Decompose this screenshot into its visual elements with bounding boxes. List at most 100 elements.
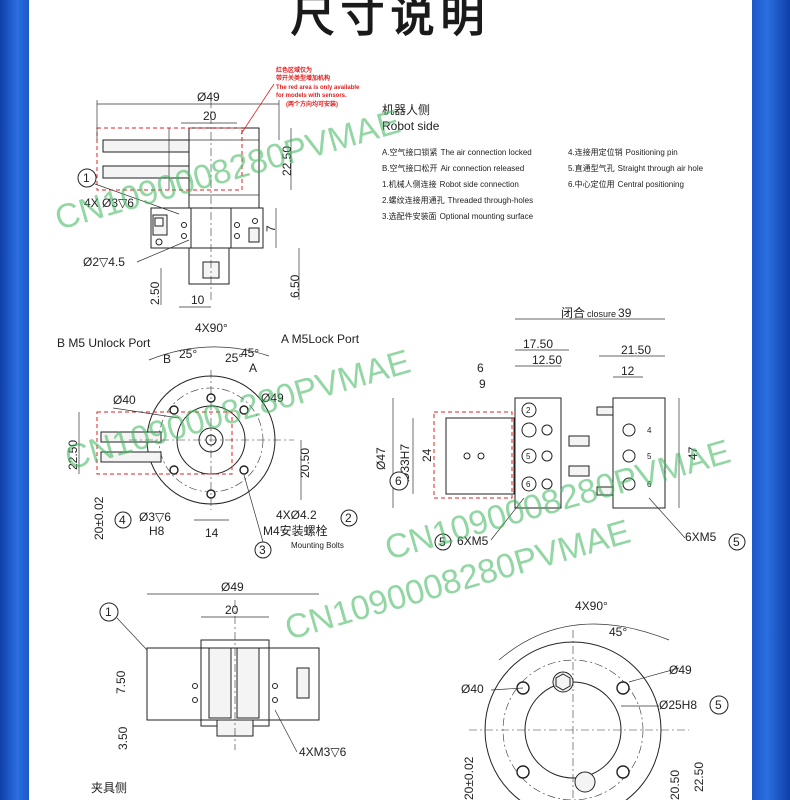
view-tool-flange: 4X90° 45° Ø49 Ø40 Ø25H8 5 20±0.02 22.50 (461, 599, 729, 800)
view-port-face: B M5 Unlock Port A M5Lock Port 4X90° B A… (57, 321, 360, 559)
svg-text:45°: 45° (609, 625, 627, 639)
piston-rod (102, 139, 190, 153)
svg-text:17.50: 17.50 (523, 337, 553, 351)
svg-text:4X90°: 4X90° (575, 599, 608, 613)
svg-text:22.50: 22.50 (692, 762, 706, 792)
robot-side-cn: 机器人侧 (382, 103, 430, 117)
callout-circle (114, 511, 132, 529)
svg-text:for models with sensors.: for models with sensors. (276, 93, 347, 99)
dim-diameter-40: Ø40 (113, 393, 136, 407)
svg-text:14: 14 (205, 526, 219, 540)
dim-hole-2: Ø2▽4.5 (83, 255, 125, 269)
page-title: 尺寸说明 (290, 0, 491, 42)
svg-text:25°: 25° (225, 351, 243, 365)
svg-text:2: 2 (526, 406, 531, 415)
dim-20: 20 (203, 109, 217, 123)
svg-text:25°: 25° (179, 347, 197, 361)
svg-text:22.50: 22.50 (66, 440, 80, 470)
svg-text:Ø49: Ø49 (221, 580, 244, 594)
dim-diameter-49: Ø49 (261, 391, 284, 405)
svg-text:Ø47: Ø47 (374, 447, 388, 470)
svg-text:The red area is only available: The red area is only available (276, 85, 360, 91)
sensor-area-outline (96, 127, 243, 191)
view-fixture-side: Ø49 20 7.50 3.50 1 4XM3▽6 夹具侧 (91, 580, 347, 795)
svg-text:4XM3▽6: 4XM3▽6 (299, 745, 347, 759)
svg-text:6: 6 (477, 361, 484, 375)
gripper-jaws (445, 417, 515, 495)
svg-text:红色区域仅为: 红色区域仅为 (276, 66, 312, 74)
fixture-side-label: 夹具侧 (91, 781, 127, 795)
svg-text:B: B (163, 352, 171, 366)
dim-2-50: 2.50 (148, 281, 162, 305)
dim-10: 10 (191, 293, 205, 307)
fixture-body (146, 647, 320, 721)
svg-text:3: 3 (259, 543, 266, 557)
svg-text:20.50: 20.50 (298, 448, 312, 478)
svg-text:Ø25H8: Ø25H8 (659, 698, 697, 712)
svg-text:3.50: 3.50 (116, 726, 130, 750)
dim-diameter-49: Ø49 (197, 90, 220, 104)
svg-text:5: 5 (647, 452, 652, 461)
svg-text:6XM5: 6XM5 (457, 534, 489, 548)
callout-circle (434, 533, 452, 551)
svg-text:6: 6 (647, 480, 652, 489)
svg-text:5: 5 (526, 452, 531, 461)
dim-22-50: 22.50 (280, 146, 294, 176)
red-sensor-note: 红色区域仅为 带开关类型增加机构 The red area is only av… (240, 66, 360, 135)
svg-text:5: 5 (715, 698, 722, 712)
svg-text:5: 5 (439, 535, 446, 549)
left-border (0, 0, 29, 800)
dim-7: 7 (264, 225, 278, 232)
svg-text:4: 4 (647, 426, 652, 435)
svg-text:45°: 45° (241, 346, 259, 360)
sensor-area-outline (433, 411, 513, 499)
section-body-right (612, 397, 666, 509)
label-b-port: B M5 Unlock Port (57, 336, 151, 350)
svg-text:M4安装螺栓: M4安装螺栓 (263, 523, 328, 538)
svg-text:5: 5 (733, 535, 740, 549)
svg-text:Ø40: Ø40 (461, 682, 484, 696)
note-4x-holes: 4X Ø3▽6 (84, 196, 134, 210)
robot-side-en: Robot side (382, 119, 440, 133)
svg-text:6: 6 (395, 474, 402, 488)
svg-text:A: A (249, 361, 257, 375)
svg-text:47: 47 (686, 446, 700, 460)
svg-text:4: 4 (119, 513, 126, 527)
svg-text:6: 6 (526, 480, 531, 489)
callout-circle (99, 602, 119, 622)
svg-text:1: 1 (105, 605, 112, 619)
callout-circle (389, 471, 409, 491)
svg-text:9: 9 (479, 377, 486, 391)
svg-text:12.50: 12.50 (532, 353, 562, 367)
svg-text:Ø49: Ø49 (669, 663, 692, 677)
svg-text:6XM5: 6XM5 (685, 530, 717, 544)
svg-text:2: 2 (345, 511, 352, 525)
callout-circle (340, 509, 358, 527)
svg-text:H8: H8 (149, 524, 165, 538)
callout-circle (728, 533, 746, 551)
callout-1: 1 (83, 171, 90, 185)
svg-text:12: 12 (621, 364, 635, 378)
svg-text:20±0.02: 20±0.02 (92, 496, 106, 540)
svg-text:20±0.02: 20±0.02 (462, 756, 476, 800)
piston-rod (102, 165, 190, 179)
svg-text:(两个方向均可安装): (两个方向均可安装) (286, 100, 338, 108)
section-body-left (514, 397, 562, 509)
right-border (752, 0, 790, 800)
svg-text:4XØ4.2: 4XØ4.2 (276, 508, 317, 522)
svg-text:带开关类型增加机构: 带开关类型增加机构 (276, 74, 330, 82)
drawing-sheet: 尺寸说明 (29, 0, 752, 800)
lower-body (150, 207, 264, 249)
